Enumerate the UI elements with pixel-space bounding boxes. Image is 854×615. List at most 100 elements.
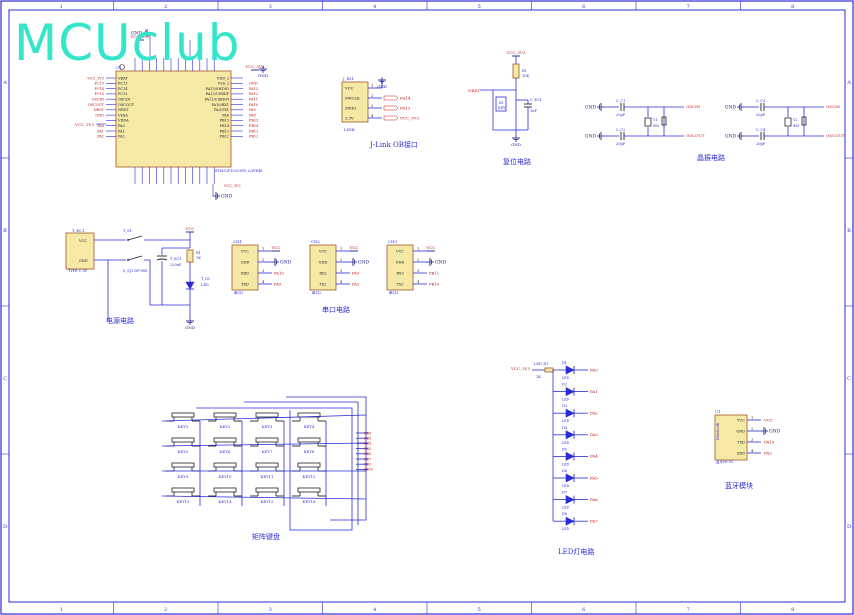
mcu-pin-label: PA11/USBDM	[204, 98, 229, 102]
crystal-net-label: OSCOUT	[686, 133, 705, 138]
mcu-net-label: OSCOUT	[88, 103, 105, 107]
key-label: KEY6	[220, 449, 231, 454]
led-val: LED	[562, 462, 569, 466]
reset-res-ref: R1	[522, 69, 527, 73]
pin1-marker	[119, 64, 125, 70]
mcu-net-label: PA13	[249, 87, 258, 91]
mcu-net-label: VCC_3V3	[86, 76, 104, 80]
bt-net-label: PA10	[764, 439, 775, 444]
pin-number: 2	[417, 258, 419, 262]
grid-col-label: 4	[373, 4, 376, 10]
key-net-label: PB5	[364, 447, 371, 451]
jlink-sub: LINK	[344, 127, 356, 132]
led-net-label: PA7	[590, 519, 598, 524]
mcu-ref: U1	[116, 65, 122, 70]
mcu-net-label: PC14	[95, 87, 105, 91]
mcu-pin-label: PC15	[118, 92, 128, 96]
led-val: LED	[562, 484, 569, 488]
serial-pin-label: VCC	[240, 249, 249, 253]
mcu-pin-label: OSCOUT	[118, 103, 135, 107]
pin-number: 3	[417, 269, 419, 273]
crystal-resistor	[661, 116, 667, 126]
bt-pin-label: VCC	[736, 418, 745, 422]
grid-row-label: D	[3, 524, 7, 530]
serial-pin-label: TX3	[396, 282, 403, 286]
serial-pin-label: RX3	[396, 271, 403, 275]
key-cap	[297, 487, 321, 493]
ground-symbol	[737, 103, 744, 111]
grid-col-label: 2	[164, 607, 167, 613]
pin-number: 2	[371, 94, 373, 98]
pin-number: 4	[751, 449, 754, 453]
key-label: KEY7	[262, 449, 273, 454]
crystal-cap-val: 20pF	[756, 142, 766, 146]
crystal-resistor	[801, 116, 807, 126]
ground-label: GND	[258, 73, 268, 78]
key-label: KEY8	[304, 449, 315, 454]
mcu-pin-label: PA8	[222, 113, 229, 117]
mcu-pin-label: VDD_2	[216, 76, 229, 80]
serial-ref: CH1	[233, 239, 242, 244]
mcu-net-label: PA10	[249, 103, 258, 107]
pin-number: 1	[417, 247, 419, 251]
power-led-triangle	[185, 281, 195, 290]
serial-sub: 串口1	[234, 290, 243, 295]
led-ref: D3	[562, 404, 567, 408]
crystal-body	[644, 117, 652, 127]
typec-type: TYPE-C-5P	[68, 269, 88, 273]
key-cap	[171, 487, 195, 493]
crystal-cap-ref: C_C2	[616, 128, 625, 132]
pin-number: 1	[371, 84, 373, 88]
led-net-label: PA5	[590, 475, 598, 480]
crystal-cap-val: 20pF	[756, 113, 766, 117]
led-triangle	[565, 495, 575, 505]
serial-net-label: PA10	[274, 270, 284, 275]
serial-pin-label: GND	[241, 260, 250, 264]
title-led: LED灯电路	[558, 547, 594, 556]
led-val: LED	[562, 506, 569, 510]
ground-symbol	[259, 66, 267, 73]
led-val: LED	[562, 398, 569, 402]
ground-label: GND	[280, 260, 292, 266]
ground-symbol	[272, 258, 279, 266]
power-label: VCC	[184, 226, 194, 231]
key-label: KEY13	[177, 499, 191, 504]
key-net-label: PB8	[364, 431, 371, 435]
led-val: LED	[562, 441, 569, 445]
grid-col-label: 5	[478, 4, 481, 10]
jlink-pin-label: SWIO	[345, 105, 356, 110]
grid-col-label: 2	[164, 4, 167, 10]
led-net-label: PA2	[590, 411, 598, 416]
led-ref: D8	[562, 512, 567, 516]
key-cap	[297, 462, 321, 468]
grid-row-label: B	[847, 228, 851, 234]
ground-label: GND	[358, 260, 370, 266]
ground-symbol	[378, 77, 386, 84]
mcu-pin-label: PB14	[220, 124, 230, 128]
reset-key-body	[495, 96, 507, 112]
jlink-pin-label: 3.3V	[345, 115, 354, 120]
key-cap	[171, 462, 195, 468]
key-cap	[213, 437, 237, 443]
key-net-label: PB7	[364, 457, 371, 461]
power-label: VCC_3V3	[130, 34, 150, 39]
ground-label: GND	[377, 84, 387, 89]
key-cap	[255, 462, 279, 468]
power-label: VCC_3V3	[506, 50, 526, 55]
crystal-ref: Y2	[792, 118, 798, 122]
led-triangle	[565, 451, 575, 461]
mcu-net-label: PA1	[97, 129, 104, 133]
matrix-wire	[244, 401, 359, 525]
grid-row-label: A	[846, 80, 851, 86]
matrix-wire	[286, 396, 367, 521]
led-res-val: 1K	[536, 375, 541, 379]
power-res-val: 1K	[196, 256, 201, 260]
title-bt: 蓝牙模块	[725, 481, 753, 490]
pin-number: 4	[371, 114, 374, 118]
led-ref: D4	[562, 426, 568, 430]
matrix-wire	[196, 407, 353, 531]
key-net-label: PB9	[364, 437, 371, 441]
serial-ref: CH3	[388, 239, 398, 244]
mcu-net-label: PA9	[249, 108, 256, 112]
